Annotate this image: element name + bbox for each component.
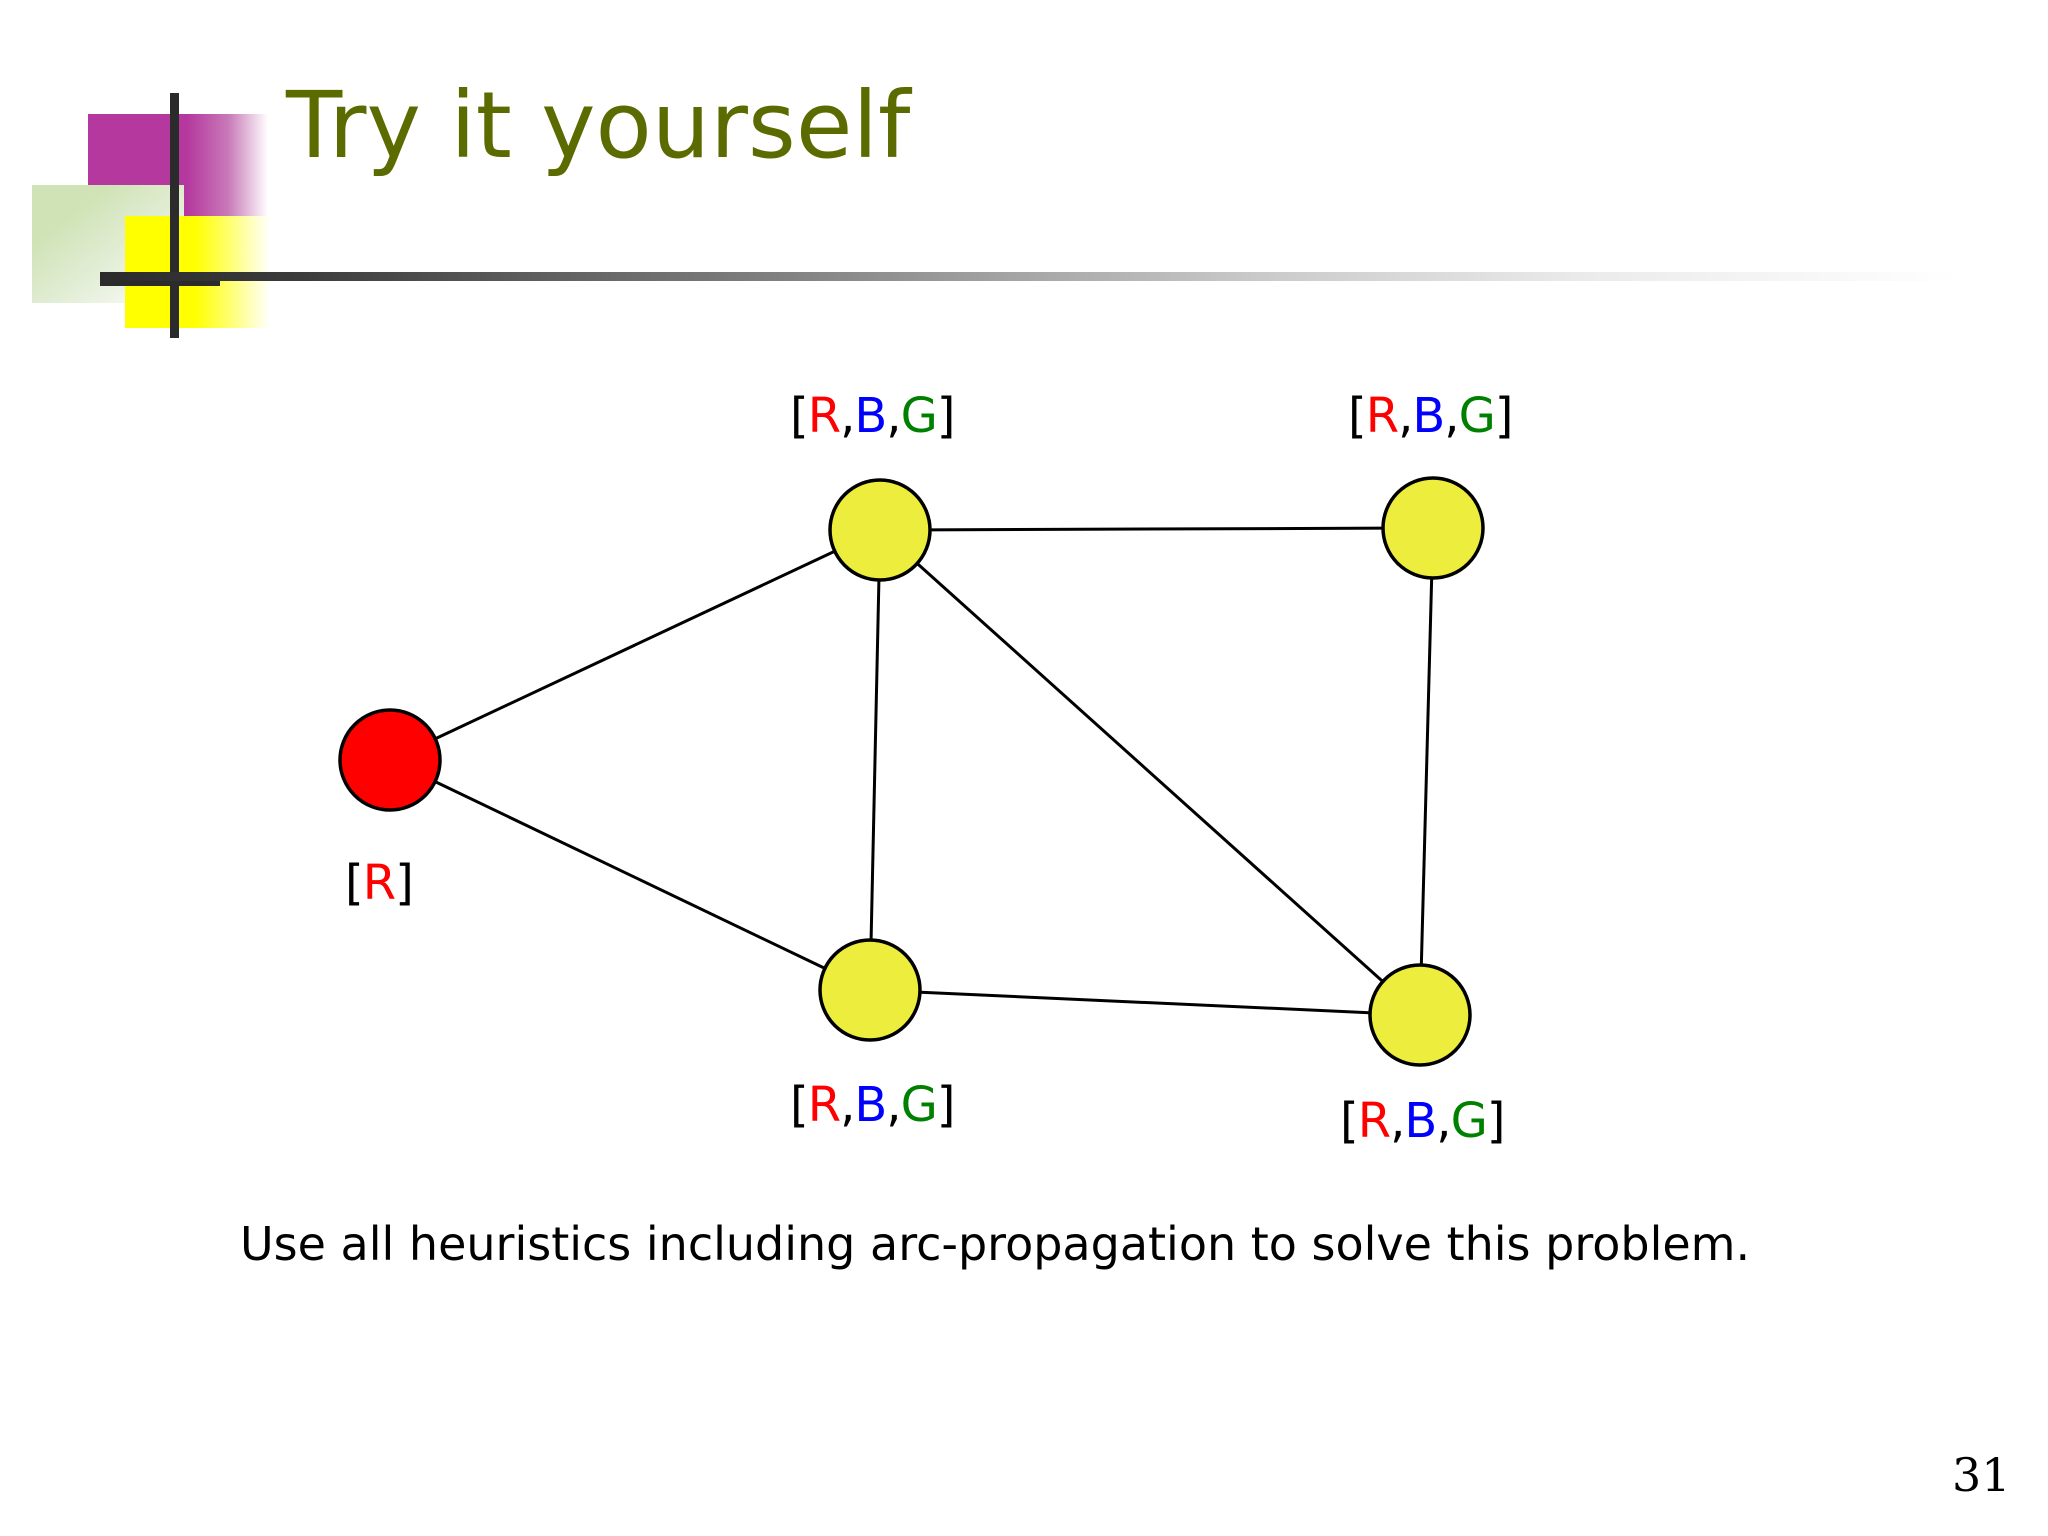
node-top-right bbox=[1381, 476, 1485, 580]
domain-label-part: ] bbox=[1494, 388, 1514, 444]
domain-label-part: R bbox=[1365, 388, 1399, 444]
domain-label-part: G bbox=[900, 1077, 938, 1133]
domain-label-part: , bbox=[1444, 388, 1459, 444]
domain-label-part: B bbox=[1404, 1093, 1437, 1149]
domain-label-part: , bbox=[1436, 1093, 1451, 1149]
domain-label-part: ] bbox=[1486, 1093, 1506, 1149]
node-top-left bbox=[828, 478, 932, 582]
domain-label-part: [ bbox=[345, 855, 364, 911]
domain-label-part: R bbox=[1357, 1093, 1391, 1149]
domain-label-part: R bbox=[807, 1077, 841, 1133]
domain-label-part: R bbox=[362, 855, 396, 911]
domain-label-part: ] bbox=[395, 855, 414, 911]
graph-edge bbox=[917, 990, 1373, 1015]
domain-label-part: G bbox=[900, 388, 938, 444]
node-bottom-left bbox=[818, 938, 922, 1042]
vertical-rule-decoration bbox=[170, 93, 179, 338]
slide-decoration bbox=[0, 0, 400, 360]
domain-label-part: [ bbox=[1340, 1093, 1359, 1149]
domain-label-part: , bbox=[1390, 1093, 1405, 1149]
domain-label-part: ] bbox=[936, 388, 956, 444]
domain-label-bottom-left: [R,B,G] bbox=[790, 1077, 955, 1133]
domain-label-part: R bbox=[807, 388, 841, 444]
graph-edge bbox=[432, 779, 828, 971]
domain-label-part: ] bbox=[936, 1077, 956, 1133]
horizontal-rule-stub-decoration bbox=[100, 277, 220, 286]
graph-edge bbox=[1419, 575, 1434, 968]
domain-label-bottom-right: [R,B,G] bbox=[1340, 1093, 1505, 1149]
domain-label-part: [ bbox=[1348, 388, 1367, 444]
domain-label-part: , bbox=[840, 388, 855, 444]
domain-label-part: G bbox=[1458, 388, 1496, 444]
graph-edges bbox=[432, 526, 1434, 1015]
domain-label-part: B bbox=[854, 388, 887, 444]
graph-edge bbox=[914, 560, 1386, 985]
domain-label-part: B bbox=[854, 1077, 887, 1133]
domain-label-part: , bbox=[840, 1077, 855, 1133]
domain-label-part: , bbox=[886, 1077, 901, 1133]
graph-edge bbox=[432, 549, 838, 741]
node-bottom-right bbox=[1368, 963, 1472, 1067]
page-number: 31 bbox=[1952, 1448, 2011, 1502]
graph-nodes bbox=[338, 476, 1485, 1067]
domain-label-part: , bbox=[886, 388, 901, 444]
domain-label-part: [ bbox=[790, 388, 809, 444]
domain-label-part: B bbox=[1412, 388, 1445, 444]
graph-edge bbox=[927, 526, 1386, 532]
node-left bbox=[338, 708, 442, 812]
title-underline-rule bbox=[100, 272, 1960, 281]
domain-label-top-right: [R,B,G] bbox=[1348, 388, 1513, 444]
domain-label-part: , bbox=[1398, 388, 1413, 444]
domain-label-top-left: [R,B,G] bbox=[790, 388, 955, 444]
page-title: Try it yourself bbox=[286, 72, 911, 179]
instruction-caption: Use all heuristics including arc-propaga… bbox=[240, 1217, 1751, 1271]
graph-edge bbox=[869, 577, 881, 943]
domain-label-left: [R] bbox=[345, 855, 414, 911]
domain-label-part: [ bbox=[790, 1077, 809, 1133]
domain-label-part: G bbox=[1450, 1093, 1488, 1149]
